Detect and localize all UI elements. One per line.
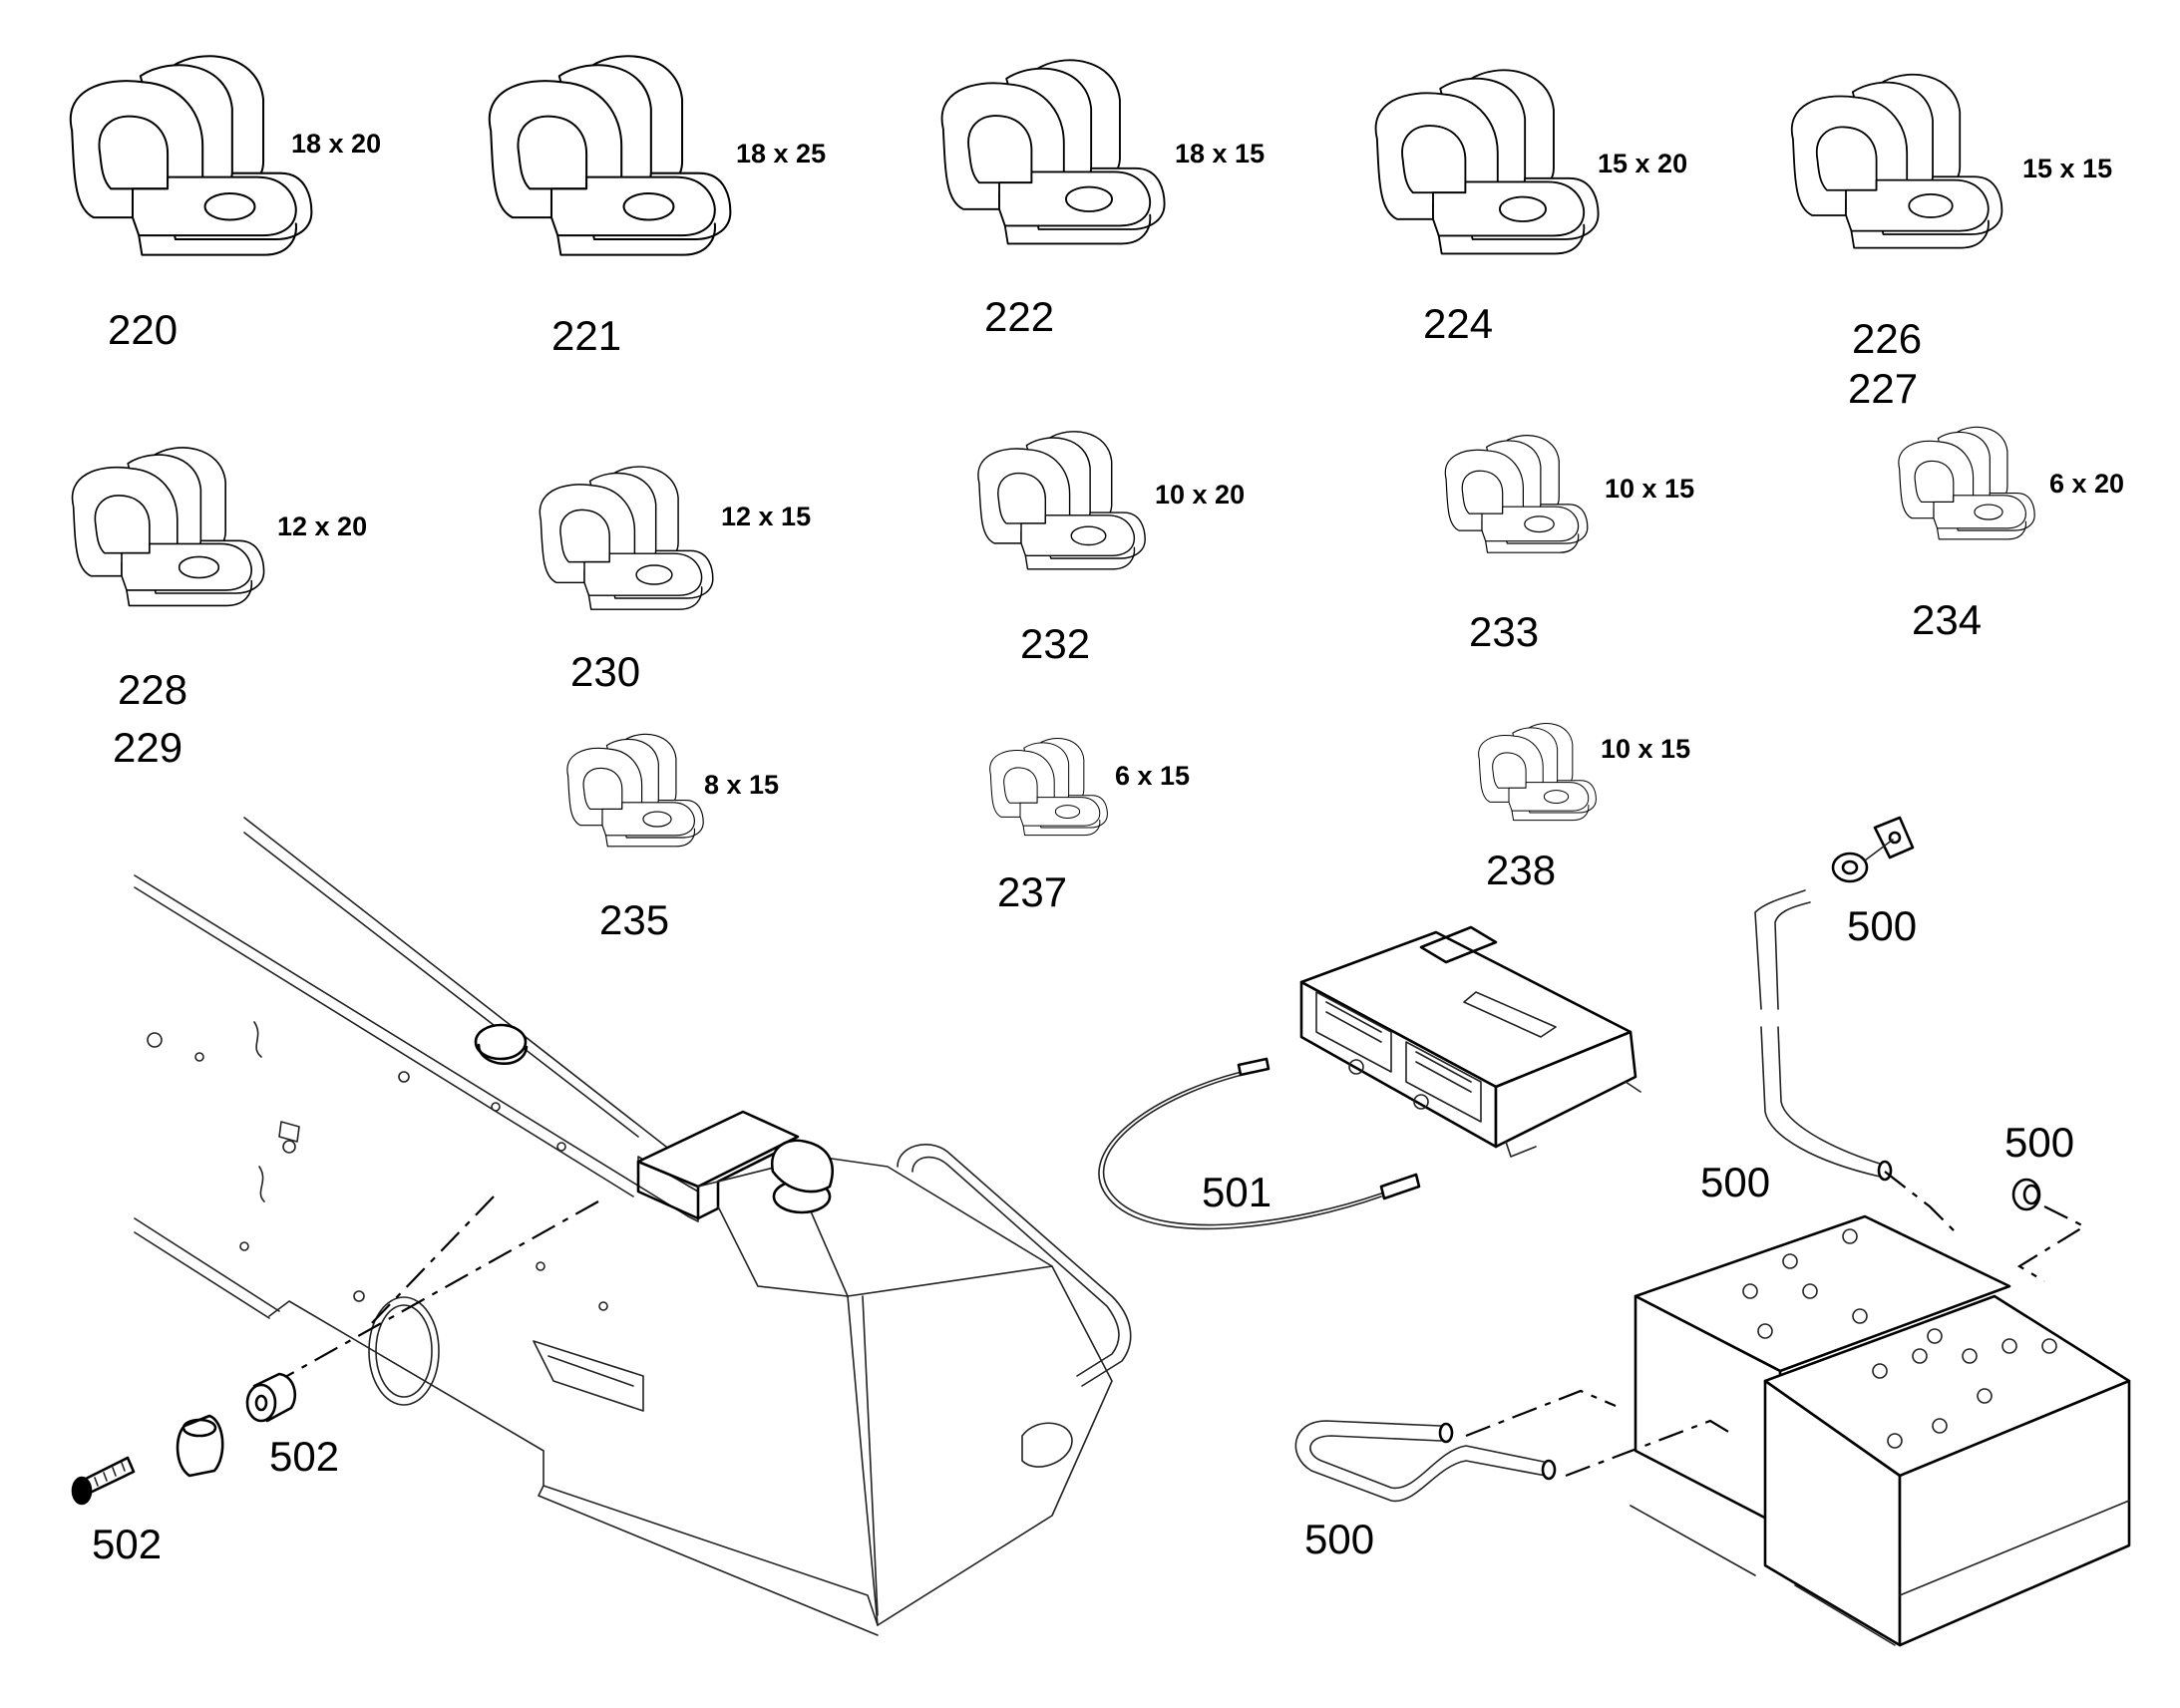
ref-number: 237: [997, 868, 1067, 915]
size-label: 18 x 20: [291, 129, 381, 159]
clamp-235: [566, 733, 704, 848]
leader-line: [1565, 1419, 1736, 1478]
callout-number: 502: [92, 1521, 162, 1567]
size-label: 15 x 20: [1598, 149, 1687, 178]
clamp-237: [989, 737, 1108, 837]
clamp-233: [1444, 435, 1589, 553]
clamp-226: [1790, 73, 2003, 249]
callout-number: 500: [2004, 1119, 2074, 1166]
ref-number: 228: [118, 666, 187, 713]
cable-upper-500: [1754, 889, 1893, 1182]
clamp-232: [977, 431, 1146, 570]
leader-line: [2016, 1205, 2087, 1282]
leader-line: [1884, 1171, 1961, 1237]
ref-number: 222: [984, 293, 1054, 340]
wire-harness-501: [1098, 1057, 1421, 1230]
ref-number: 234: [1912, 596, 1982, 643]
grommet: [176, 1414, 224, 1478]
ref-number: 226: [1852, 315, 1922, 362]
ref-number: 238: [1486, 847, 1556, 893]
ref-number: 230: [570, 648, 640, 695]
callout-number: 500: [1304, 1516, 1374, 1562]
ref-number: 232: [1020, 620, 1090, 667]
control-unit: [1299, 925, 1641, 1158]
ref-number: 220: [108, 306, 178, 353]
clamp-220: [69, 55, 313, 256]
leader-line: [268, 1200, 599, 1387]
callout-number: 500: [1847, 902, 1917, 949]
clamp-230: [539, 466, 714, 610]
clamp-224: [1374, 69, 1600, 255]
size-label: 18 x 15: [1175, 139, 1265, 169]
size-label: 6 x 15: [1115, 761, 1190, 791]
nut-500: [1831, 852, 1869, 883]
clamp-221: [488, 55, 732, 256]
callout-number: 502: [269, 1433, 339, 1480]
size-label: 15 x 15: [2022, 154, 2112, 183]
spacer-502: [245, 1372, 296, 1423]
size-label: 12 x 20: [277, 512, 367, 541]
size-label: 10 x 15: [1605, 474, 1694, 504]
size-label: 10 x 15: [1601, 734, 1690, 764]
clamp-222: [940, 59, 1166, 245]
leader-line: [1864, 839, 1894, 861]
cap-500: [2011, 1178, 2041, 1211]
size-label: 12 x 15: [721, 502, 811, 531]
size-label: 8 x 15: [704, 770, 779, 800]
ref-number: 229: [113, 724, 182, 771]
clamp-234: [1898, 426, 2035, 540]
clamp-238: [1478, 722, 1597, 822]
ref-number: 221: [551, 312, 621, 359]
callout-number: 500: [1700, 1159, 1770, 1205]
cable-lower-500: [1294, 1420, 1557, 1503]
size-label: 6 x 20: [2049, 469, 2124, 499]
leader-line: [368, 1196, 495, 1327]
ref-number: 224: [1423, 300, 1493, 347]
ref-number: 235: [599, 896, 669, 943]
battery-assembly: [1630, 1214, 2131, 1647]
frame-assembly: [134, 817, 1132, 1636]
size-label: 10 x 20: [1155, 480, 1245, 510]
size-label: 18 x 25: [736, 139, 826, 169]
leader-line: [1465, 1389, 1617, 1438]
washer-plate: [1873, 816, 1915, 859]
ref-number: 227: [1848, 365, 1918, 412]
bolt-502: [71, 1456, 136, 1506]
callout-number: 501: [1202, 1169, 1272, 1215]
clamp-228: [71, 447, 265, 607]
ref-number: 233: [1469, 608, 1539, 655]
